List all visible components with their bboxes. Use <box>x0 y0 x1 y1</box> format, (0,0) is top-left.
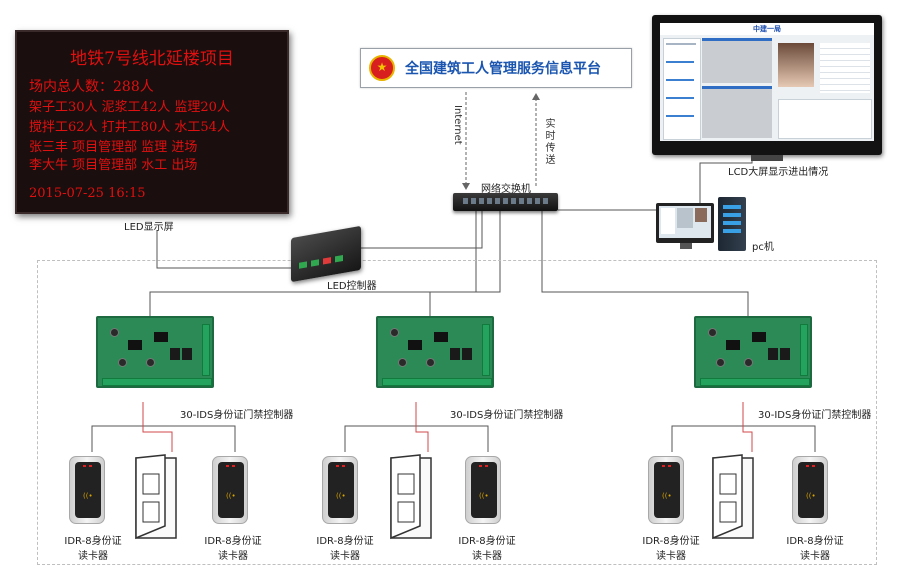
nfc-icon: ((• <box>479 492 489 500</box>
door-icon <box>135 454 177 540</box>
led-total-count: 场内总人数：288人 <box>29 79 154 95</box>
access-controller-label: 30-IDS身份证门禁控制器 <box>450 410 564 421</box>
id-card-reader: ((• <box>69 456 105 524</box>
id-card-reader: ((• <box>648 456 684 524</box>
door-icon <box>712 454 754 540</box>
nfc-icon: ((• <box>806 492 816 500</box>
reader-label: IDR-8身份证读卡器 <box>64 536 122 562</box>
pc-label: pc机 <box>752 242 774 253</box>
internet-arrowhead <box>462 183 470 190</box>
access-controller-board <box>694 316 812 388</box>
led-display-label: LED显示屏 <box>124 222 174 233</box>
switch-label: 网络交换机 <box>481 184 531 195</box>
internet-label: Internet <box>452 105 463 145</box>
led-display: 地铁7号线北延楼项目 场内总人数：288人 架子工30人 泥浆工42人 监理20… <box>15 30 289 214</box>
lcd-stand <box>751 155 783 161</box>
reader-label: IDR-8身份证读卡器 <box>642 536 700 562</box>
id-card-reader: ((• <box>465 456 501 524</box>
switch-to-controller-1-line <box>149 211 477 316</box>
nfc-icon: ((• <box>226 492 236 500</box>
lcd-screen-title: 中建一局 <box>660 23 874 35</box>
led-controller-to-switch-line <box>360 211 483 249</box>
reader-label: IDR-8身份证读卡器 <box>786 536 844 562</box>
platform-banner: ★ 全国建筑工人管理服务信息平台 <box>360 48 632 88</box>
led-worker-stats-2: 搅拌工62人 打井工80人 水工54人 <box>29 120 230 135</box>
pc-tower <box>718 197 746 251</box>
led-worker-stats-1: 架子工30人 泥浆工42人 监理20人 <box>29 100 230 115</box>
lcd-label: LCD大屏显示进出情况 <box>728 167 829 178</box>
national-emblem-icon: ★ <box>369 55 395 81</box>
access-controller-board <box>376 316 494 388</box>
lcd-monitor: 中建一局 <box>652 15 882 155</box>
reader-label: IDR-8身份证读卡器 <box>458 536 516 562</box>
network-switch <box>453 193 558 211</box>
switch-to-controller-2-line <box>429 211 501 316</box>
nfc-icon: ((• <box>662 492 672 500</box>
led-project-title: 地铁7号线北延楼项目 <box>70 49 234 69</box>
lcd-screen: 中建一局 <box>660 23 874 141</box>
access-controller-label: 30-IDS身份证门禁控制器 <box>180 410 294 421</box>
led-controller-label: LED控制器 <box>327 281 377 292</box>
realtime-label: 实时传送 <box>543 118 554 166</box>
pc-screen <box>659 206 711 238</box>
access-control-zone <box>37 260 877 565</box>
nfc-icon: ((• <box>336 492 346 500</box>
access-controller-board <box>96 316 214 388</box>
nfc-icon: ((• <box>83 492 93 500</box>
access-controller-label: 30-IDS身份证门禁控制器 <box>758 410 872 421</box>
reader-label: IDR-8身份证读卡器 <box>316 536 374 562</box>
id-card-reader: ((• <box>212 456 248 524</box>
led-entry-record: 张三丰 项目管理部 监理 进场 <box>29 140 198 155</box>
switch-to-controller-3-line <box>541 211 749 316</box>
led-datetime: 2015-07-25 16:15 <box>29 186 146 201</box>
reader-label: IDR-8身份证读卡器 <box>204 536 262 562</box>
door-icon <box>390 454 432 540</box>
led-screen-to-controller-line <box>156 230 292 269</box>
id-card-reader: ((• <box>792 456 828 524</box>
pc-monitor <box>656 203 714 243</box>
id-card-reader: ((• <box>322 456 358 524</box>
realtime-arrowhead <box>532 93 540 100</box>
led-exit-record: 李大牛 项目管理部 水工 出场 <box>29 158 198 173</box>
platform-title: 全国建筑工人管理服务信息平台 <box>405 61 601 77</box>
